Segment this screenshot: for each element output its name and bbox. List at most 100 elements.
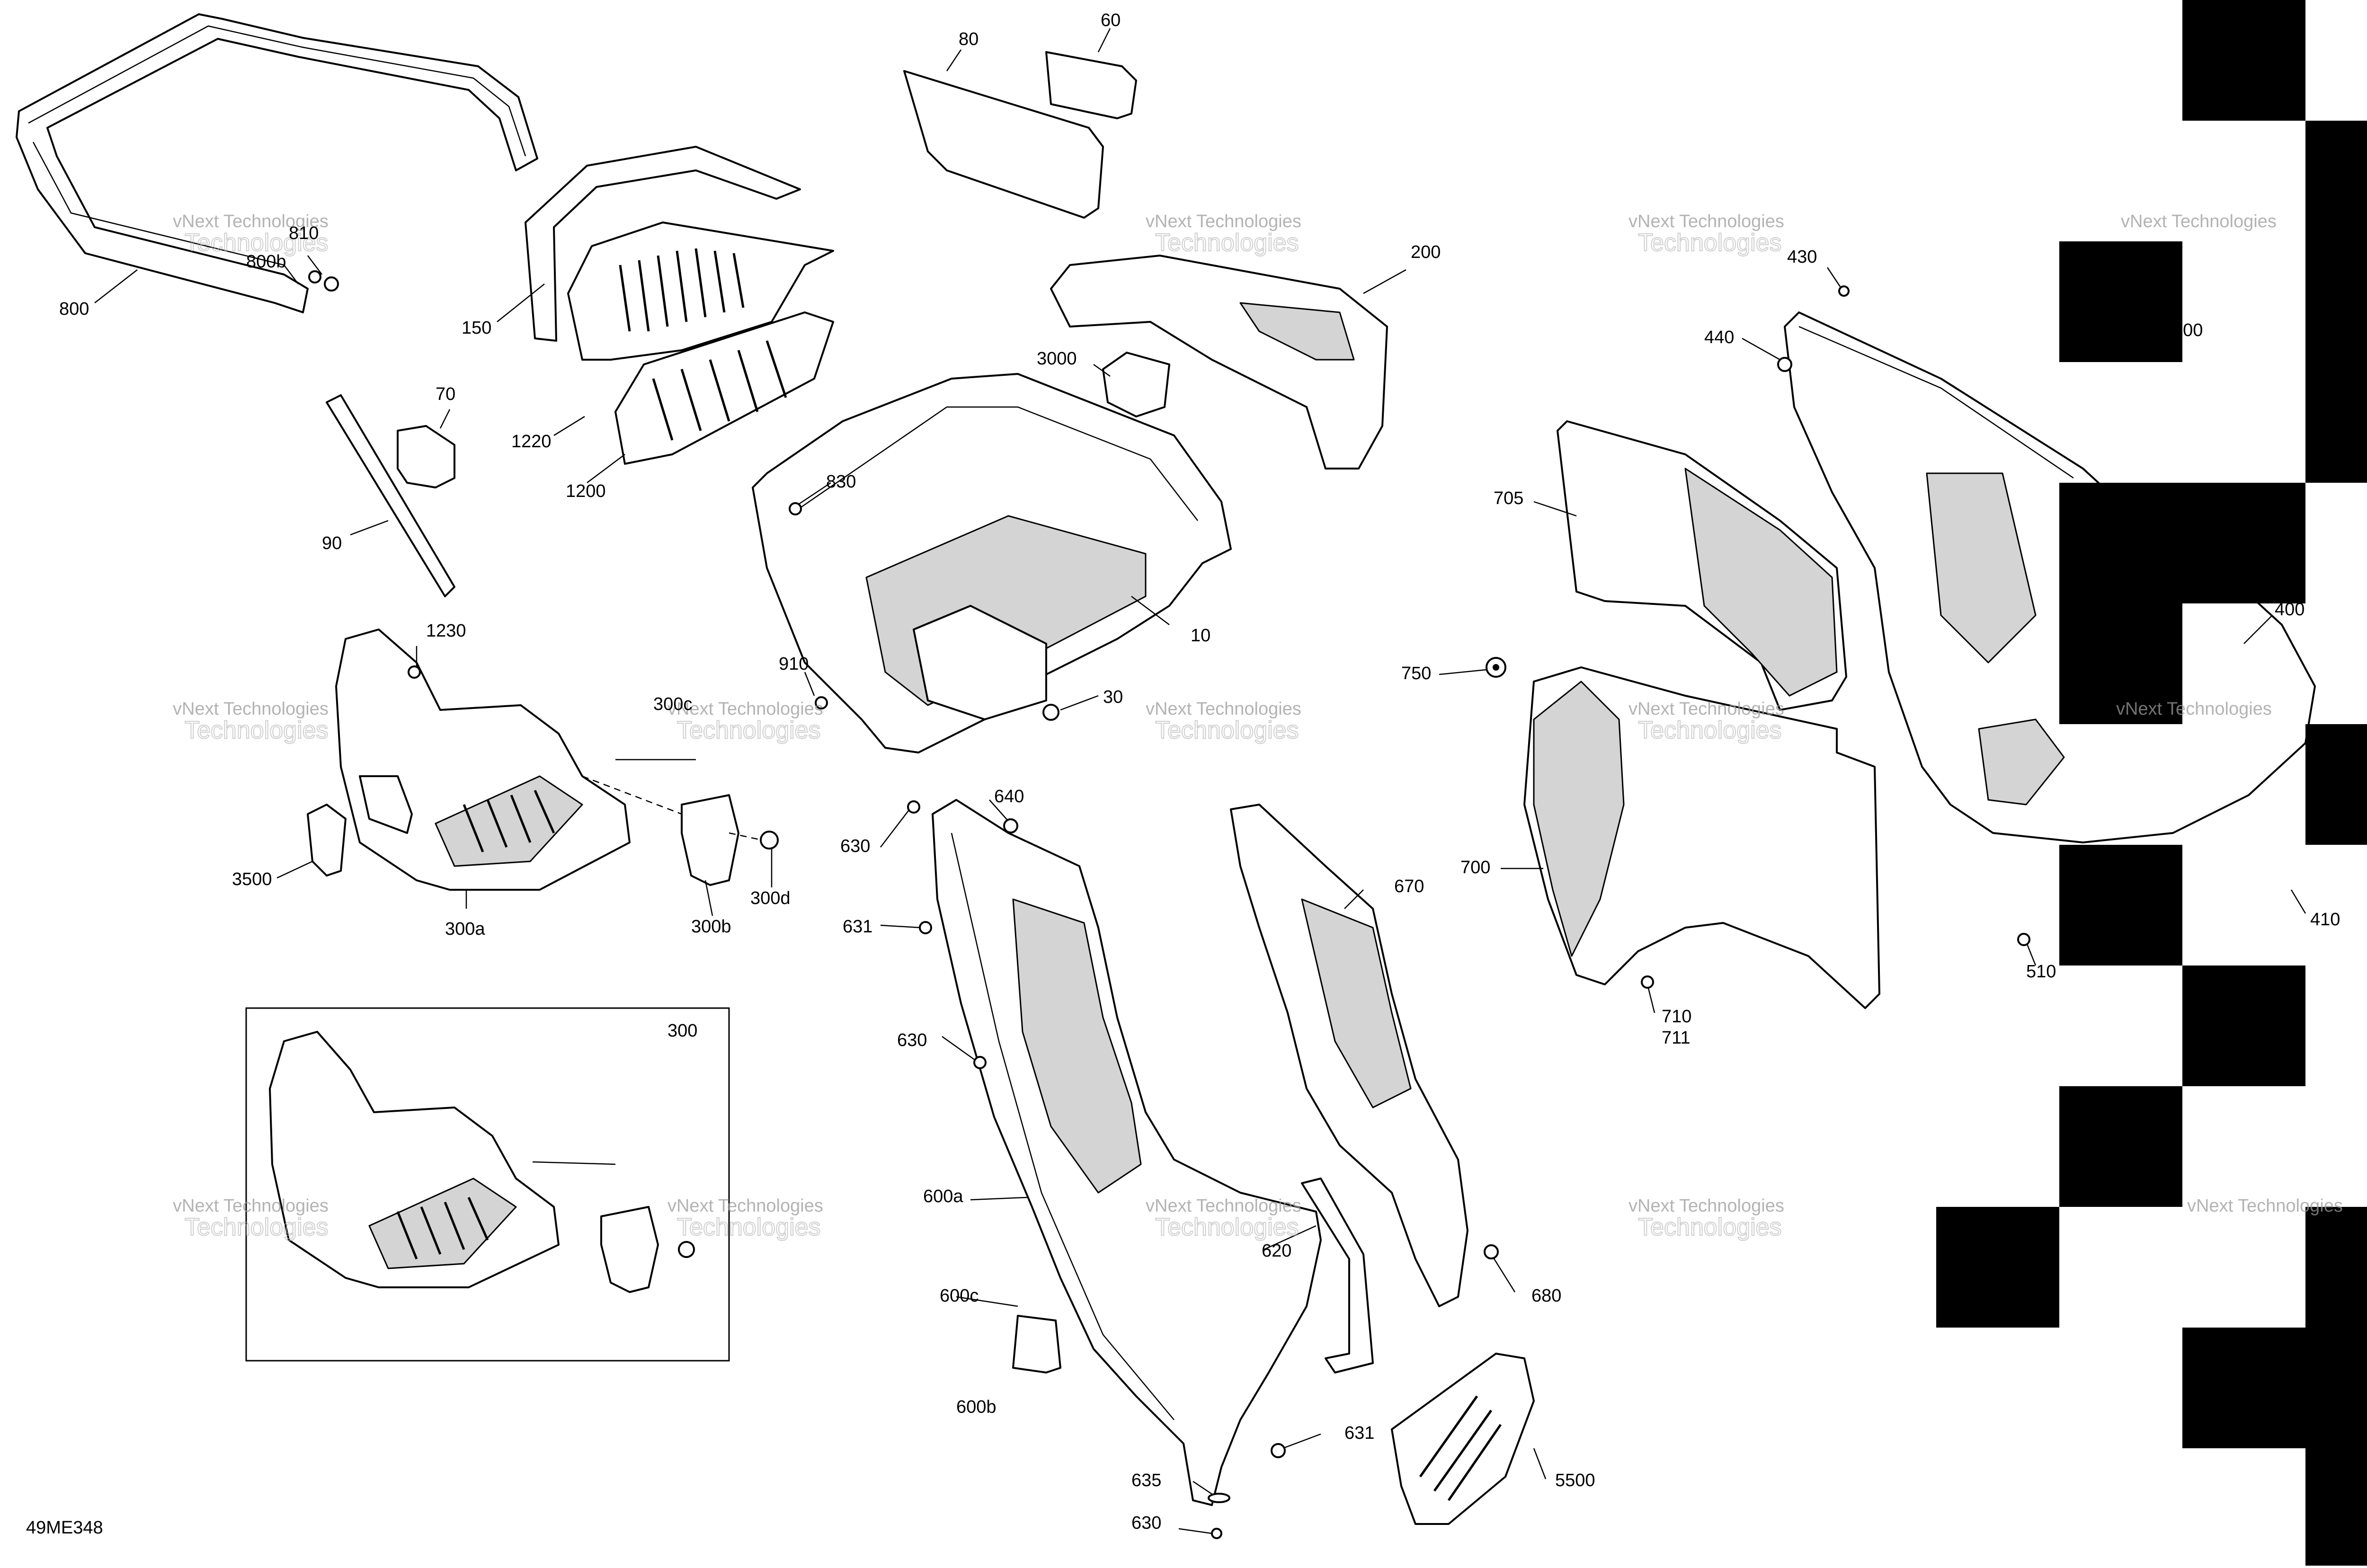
callout-400: 400: [2275, 600, 2305, 620]
part-300d-clip: [760, 831, 779, 850]
part-5500-guard: [1391, 1353, 1535, 1525]
callout-90: 90: [322, 533, 342, 553]
watermark-text: Technologies: [1638, 1214, 1782, 1241]
part-750-washer: [1486, 657, 1506, 678]
part-70-cap: [397, 425, 455, 488]
watermark-text: vNext Technologies: [1628, 699, 1784, 719]
callout-410: 410: [2310, 910, 2340, 930]
watermark-text: vNext Technologies: [667, 1196, 823, 1216]
callout-810: 810: [289, 223, 319, 243]
callout-800: 800: [59, 299, 89, 319]
part-700-fender: [1523, 666, 1880, 1009]
callout-200: 200: [1411, 242, 1441, 262]
part-300b-plate: [681, 794, 739, 886]
watermark-text: vNext Technologies: [1628, 1196, 1784, 1216]
callout-5500: 5500: [1555, 1471, 1595, 1490]
watermark-text: Technologies: [677, 1214, 821, 1241]
watermark-text: vNext Technologies: [2121, 212, 2277, 231]
leader-lines: [94, 28, 2306, 1534]
callout-3000: 3000: [1037, 349, 1077, 369]
callout-80: 80: [959, 29, 979, 49]
part-670-side-panel: [1230, 804, 1468, 1307]
callout-631: 631: [1344, 1423, 1374, 1443]
watermark-text: vNext Technologies: [1146, 1196, 1301, 1216]
watermarks: vNext Technologies Technologies vNext Te…: [173, 212, 2343, 1241]
callout-705: 705: [1494, 488, 1523, 508]
part-800-rack: [16, 13, 538, 313]
callout-430: 430: [1787, 247, 1817, 267]
callout-300b: 300b: [691, 917, 731, 937]
callout-630: 630: [1131, 1513, 1161, 1533]
inset-box-300: [245, 1007, 730, 1362]
dashed-leader: [729, 832, 763, 841]
watermark-text: vNext Technologies: [1628, 212, 1784, 231]
callout-600a: 600a: [923, 1187, 963, 1206]
watermark-text: Technologies: [1638, 229, 1782, 257]
part-80-panel: [903, 70, 1104, 219]
callout-910: 910: [779, 654, 809, 674]
callout-630: 630: [897, 1030, 927, 1050]
part-10-body: [752, 373, 1232, 753]
callout-600c: 600c: [940, 1286, 979, 1306]
callout-711: 711: [1662, 1028, 1691, 1048]
callout-510: 510: [2026, 962, 2056, 982]
callout-680: 680: [1531, 1286, 1561, 1306]
callout-600b: 600b: [956, 1397, 997, 1417]
part-60-cap: [1045, 51, 1137, 119]
callout-630: 630: [840, 836, 870, 856]
part-600b-cover: [1012, 1315, 1061, 1373]
watermark-text: Technologies: [1155, 229, 1299, 257]
callout-1230: 1230: [426, 621, 466, 641]
callout-1220: 1220: [511, 432, 552, 452]
watermark-text: Technologies: [1155, 1214, 1299, 1241]
diagram-code: 49ME348: [26, 1518, 103, 1538]
watermark-text: vNext Technologies: [173, 1196, 329, 1216]
part-1220-grille: [567, 221, 834, 361]
watermark-text: Technologies: [185, 1214, 329, 1241]
watermark-text: Technologies: [677, 717, 821, 744]
part-3500-cover: [307, 804, 347, 877]
part-705-panel: [1557, 420, 1847, 711]
callout-3500: 3500: [232, 869, 272, 889]
callout-1200: 1200: [566, 481, 606, 501]
occlusion-pattern: [1936, 0, 2367, 1566]
part-3000-bracket: [1102, 352, 1170, 417]
watermark-text: Technologies: [1155, 717, 1299, 744]
hardware: [308, 270, 2030, 1539]
callout-440: 440: [1704, 328, 1734, 347]
watermark-text: Technologies: [1638, 717, 1782, 744]
watermark-text: vNext Technologies: [2187, 1196, 2343, 1216]
part-150-trim: [525, 146, 801, 342]
watermark-text: vNext Technologies: [173, 699, 329, 719]
callout-150: 150: [462, 318, 491, 338]
part-90-strip: [326, 394, 455, 597]
part-300a-fender: [335, 629, 631, 891]
callout-620: 620: [1262, 1241, 1291, 1261]
callout-500: 500: [2173, 320, 2203, 340]
part-620-strip: [1301, 1178, 1374, 1373]
callout-60: 60: [1101, 10, 1121, 30]
callout-300a: 300a: [445, 919, 485, 939]
watermark-text: vNext Technologies: [173, 212, 329, 231]
watermark-text: vNext Technologies: [1146, 212, 1301, 231]
callout-300c: 300c: [653, 694, 692, 714]
callout-300d: 300d: [750, 888, 791, 908]
callout-700: 700: [1460, 858, 1490, 877]
callout-300: 300: [667, 1021, 697, 1041]
callout-830: 830: [826, 472, 856, 492]
callout-631: 631: [843, 917, 872, 937]
callout-670: 670: [1394, 877, 1424, 896]
callout-10: 10: [1191, 626, 1210, 646]
watermark-text: vNext Technologies: [1146, 699, 1301, 719]
watermark-text: Technologies: [185, 717, 329, 744]
callout-750: 750: [1401, 664, 1431, 683]
part-200-console: [1050, 255, 1388, 470]
callout-640: 640: [994, 787, 1024, 806]
callout-labels: 800 800b 810 150 1220 1200 80 60 70 90 2…: [59, 10, 2340, 1533]
callout-30: 30: [1103, 687, 1123, 707]
watermark-text: vNext Technologies: [667, 699, 823, 719]
callout-70: 70: [436, 384, 455, 404]
callout-635: 635: [1131, 1471, 1161, 1490]
